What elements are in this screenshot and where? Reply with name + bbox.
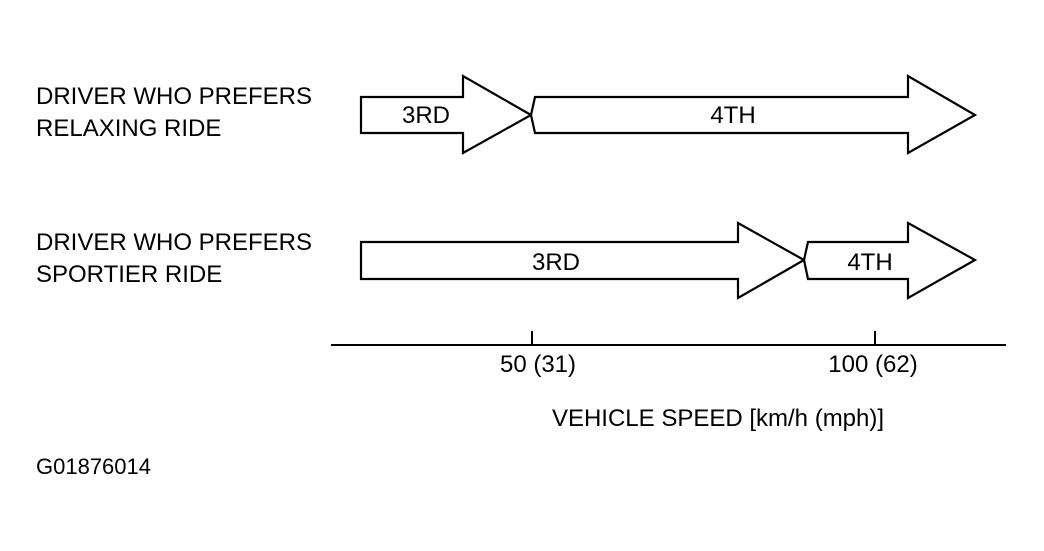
tick-100-label: 100 (62): [828, 351, 917, 378]
axis-title: VEHICLE SPEED [km/h (mph)]: [552, 405, 884, 432]
row1-4th-arrow: [529, 74, 978, 155]
row1-3rd-arrow: [359, 74, 534, 155]
tick-50-label: 50 (31): [500, 351, 576, 378]
row2-4th-arrow: [802, 221, 978, 300]
row2-3rd-arrow: [359, 221, 807, 300]
row2-label-line2: SPORTIER RIDE: [36, 261, 222, 288]
row1-label-line1: DRIVER WHO PREFERS: [36, 83, 312, 110]
row2-label-line1: DRIVER WHO PREFERS: [36, 229, 312, 256]
row2-3rd-label: 3RD: [532, 249, 580, 276]
row1-3rd-label: 3RD: [402, 102, 450, 129]
row1-label-line2: RELAXING RIDE: [36, 115, 221, 142]
row1-4th-label: 4TH: [710, 102, 755, 129]
figure-id: G01876014: [36, 454, 151, 479]
row2-4th-label: 4TH: [847, 249, 892, 276]
